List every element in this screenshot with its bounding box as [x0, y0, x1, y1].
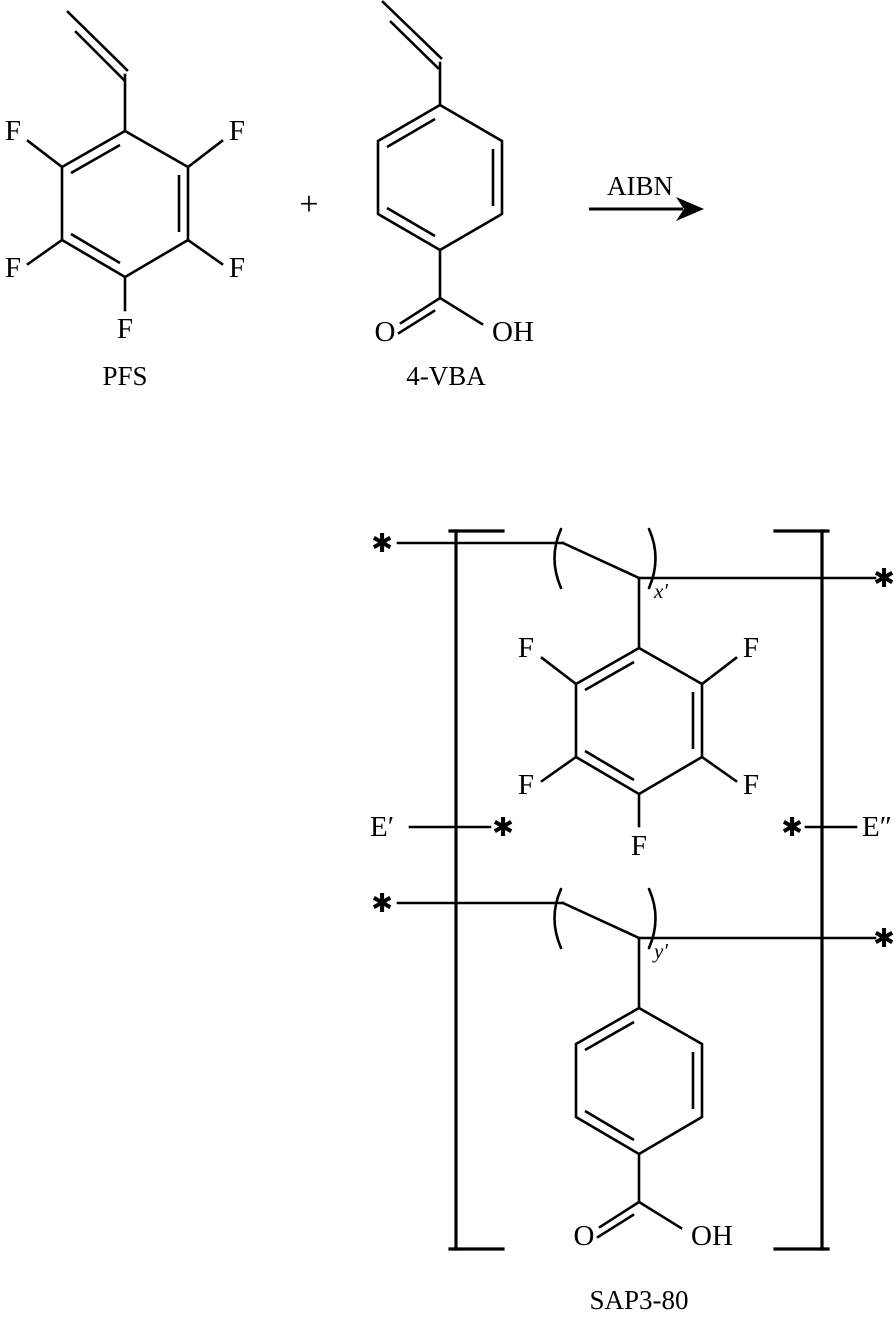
pfs-fluorine-label-ortho-left: F	[5, 115, 21, 147]
vba-block-subscript: y′	[652, 939, 668, 963]
product-left-bracket-spine	[448, 529, 458, 1251]
product-vba-hydroxyl-label: OH	[691, 1220, 733, 1252]
pfs-fluorine-label-meta-left: F	[5, 252, 21, 284]
vba-name-label: 4-VBA	[406, 361, 486, 391]
product-vba-block: ✱ y′ ✱	[371, 887, 895, 1252]
pfs-ring-outline	[60, 129, 190, 279]
end-group-right-star: ✱	[781, 813, 803, 843]
product-pfs-ring	[540, 646, 738, 828]
pfs-block-close-paren	[647, 527, 657, 590]
product-pfs-fluorine-ortho-right: F	[743, 632, 759, 664]
pfs-vinyl-double-bond-b	[74, 30, 126, 82]
product-vba-carboxyl-group	[596, 1152, 683, 1239]
product-pfs-block: ✱ x′ ✱	[371, 527, 895, 862]
product-right-bracket-spine	[820, 529, 830, 1251]
product-pfs-fluorine-para: F	[631, 830, 647, 862]
pfs-block-subscript: x′	[653, 579, 668, 603]
reaction-arrow-group: AIBN	[589, 171, 704, 221]
product-pfs-cf-bond-meta-left	[540, 755, 578, 783]
pfs-block-backbone-zig	[561, 541, 641, 580]
pfs-cf-bond-ortho-right	[186, 139, 224, 169]
product-name-label: SAP3-80	[589, 1285, 688, 1315]
vba-carbonyl-bond-a	[399, 296, 442, 325]
pfs-vinyl-double-bond-a	[66, 10, 129, 72]
vba-oxygen-label: O	[375, 316, 396, 348]
pfs-benzene-ring	[60, 129, 190, 279]
product-vba-ring-outline	[574, 1006, 704, 1156]
pfs-fluorine-label-meta-right: F	[229, 252, 245, 284]
vba-block-backbone-zig	[561, 901, 641, 940]
plus-sign: +	[299, 186, 318, 223]
end-group-left-label: E′	[370, 811, 394, 843]
pfs-fluorine-bonds	[26, 139, 224, 312]
product-pfs-fluorine-meta-right: F	[743, 769, 759, 801]
product-pfs-cf-bond-ortho-left	[540, 656, 578, 686]
product-pfs-fluorine-meta-left: F	[518, 769, 534, 801]
vba-vinyl-double-bond-a	[381, 0, 443, 60]
product-pfs-ring-double-bond-1	[584, 660, 635, 692]
vba-block-left-star: ✱	[371, 889, 393, 919]
product-vba-ring	[574, 1006, 704, 1156]
pfs-fluorine-label-para: F	[117, 313, 133, 345]
vba-carbonyl-bond-b	[397, 309, 436, 335]
pfs-name-label: PFS	[102, 361, 147, 391]
product-vba-hydroxyl-bond	[637, 1200, 683, 1230]
product-sap3-80: ✱ x′ ✱	[370, 527, 895, 1315]
vba-ring-double-bond-3	[386, 206, 436, 238]
product-vba-carbonyl-bond-a	[598, 1200, 641, 1229]
pfs-block-open-paren	[553, 527, 563, 590]
vba-block-open-paren	[553, 887, 563, 950]
product-vba-oxygen-label: O	[574, 1220, 595, 1252]
reaction-arrow-head	[676, 197, 704, 221]
end-group-right-label: E″	[862, 811, 892, 843]
pfs-cf-bond-ortho-left	[26, 139, 64, 169]
product-vba-ring-double-bond-3	[584, 1109, 635, 1142]
product-pfs-fluorine-ortho-left: F	[518, 632, 534, 664]
pfs-cf-bond-meta-right	[186, 238, 224, 266]
vba-carboxyl-group	[397, 248, 484, 335]
product-end-groups: E′ ✱ ✱ E″	[370, 811, 892, 843]
vba-block-close-paren	[647, 887, 657, 950]
vba-vinyl-group	[381, 0, 443, 107]
aibn-reagent-label: AIBN	[607, 171, 673, 201]
pfs-block-right-star: ✱	[873, 564, 895, 594]
product-pfs-cf-bond-ortho-right	[700, 656, 738, 686]
product-vba-ring-double-bond-1	[584, 1020, 635, 1052]
pfs-ring-double-bond-3	[70, 232, 121, 265]
pfs-vinyl-group	[66, 10, 129, 133]
pfs-ring-double-bond-1	[70, 143, 121, 175]
pfs-block-left-star: ✱	[371, 529, 393, 559]
vba-ring-outline	[376, 103, 504, 252]
vba-hydroxyl-label: OH	[492, 316, 534, 348]
reactant-pfs: F F F F F PFS	[5, 10, 245, 391]
vba-hydroxyl-bond	[438, 296, 484, 326]
pfs-cf-bond-meta-left	[26, 238, 64, 266]
vba-vinyl-double-bond-b	[389, 20, 440, 70]
pfs-fluorine-label-ortho-right: F	[229, 115, 245, 147]
product-pfs-ring-outline	[574, 646, 704, 796]
vba-block-right-star: ✱	[873, 924, 895, 954]
product-vba-carbonyl-bond-b	[596, 1213, 635, 1239]
product-pfs-cf-bond-meta-right	[700, 755, 738, 783]
vba-benzene-ring	[376, 103, 504, 252]
vba-ring-double-bond-1	[386, 117, 436, 149]
product-pfs-ring-double-bond-3	[584, 749, 635, 782]
reactant-vba: O OH 4-VBA	[375, 0, 534, 391]
end-group-left-star: ✱	[492, 813, 514, 843]
